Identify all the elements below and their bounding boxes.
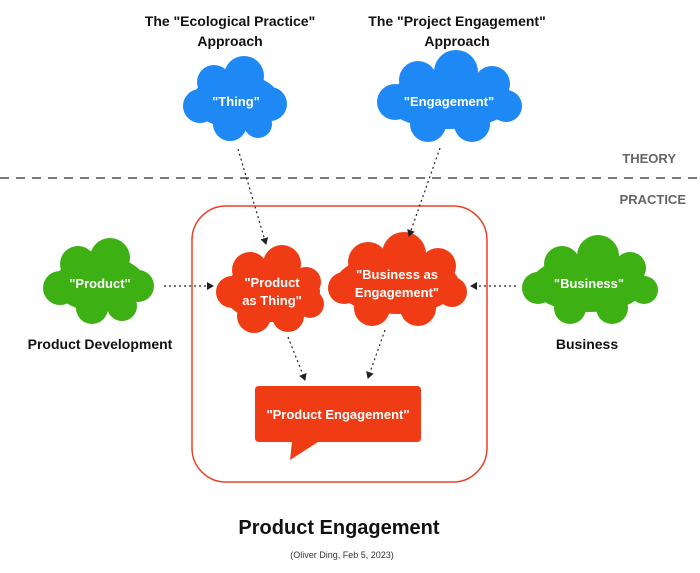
engagement-label: "Engagement" (404, 94, 494, 109)
product-label: "Product" (69, 276, 130, 291)
product-cloud: "Product" (43, 238, 154, 324)
business-side-label: Business (556, 336, 618, 352)
project-engagement-heading: The "Project Engagement" Approach (368, 13, 545, 49)
product-engagement-frame (191, 205, 488, 483)
arrow-thing-to-product-as-thing (237, 148, 269, 245)
arrow-business-as-engagement-to-product-engagement (366, 329, 386, 379)
speech-bubble-shape (255, 386, 421, 460)
product-engagement-bubble: "Product Engagement" (255, 386, 421, 460)
arrow-engagement-to-business-as-engagement (407, 147, 441, 237)
thing-cloud-shape (183, 56, 287, 141)
diagram-caption: (Oliver Ding, Feb 5, 2023) (290, 550, 394, 560)
product-as-thing-cloud-shape (216, 245, 324, 333)
project-heading-line1: The "Project Engagement" (368, 13, 545, 29)
product-as-thing-label-line1: "Product (244, 275, 300, 290)
product-as-thing-label-line2: as Thing" (242, 293, 302, 308)
ecological-heading-line1: The "Ecological Practice" (145, 13, 315, 29)
business-as-engagement-label-line2: Engagement" (355, 285, 439, 300)
engagement-cloud-shape (377, 50, 522, 142)
diagram-title: Product Engagement (238, 517, 439, 539)
product-cloud-shape (43, 238, 154, 324)
arrow-product-as-thing-to-product-engagement (287, 336, 307, 381)
ecological-heading-line2: Approach (197, 33, 262, 49)
dotted-arrows (164, 147, 516, 381)
product-engagement-bubble-label: "Product Engagement" (266, 407, 409, 422)
product-development-label: Product Development (28, 336, 173, 352)
practice-zone-label: PRACTICE (620, 192, 687, 207)
project-heading-line2: Approach (424, 33, 489, 49)
engagement-cloud: "Engagement" (377, 50, 522, 142)
business-cloud: "Business" (522, 235, 658, 324)
theory-zone-label: THEORY (622, 151, 676, 166)
business-as-engagement-cloud: "Business as Engagement" (328, 232, 467, 326)
thing-label: "Thing" (212, 94, 260, 109)
business-as-engagement-cloud-shape (328, 232, 467, 326)
business-cloud-shape (522, 235, 658, 324)
business-label: "Business" (554, 276, 624, 291)
business-as-engagement-label-line1: "Business as (356, 267, 438, 282)
product-as-thing-cloud: "Product as Thing" (216, 245, 324, 333)
thing-cloud: "Thing" (183, 56, 287, 141)
ecological-practice-heading: The "Ecological Practice" Approach (145, 13, 315, 49)
